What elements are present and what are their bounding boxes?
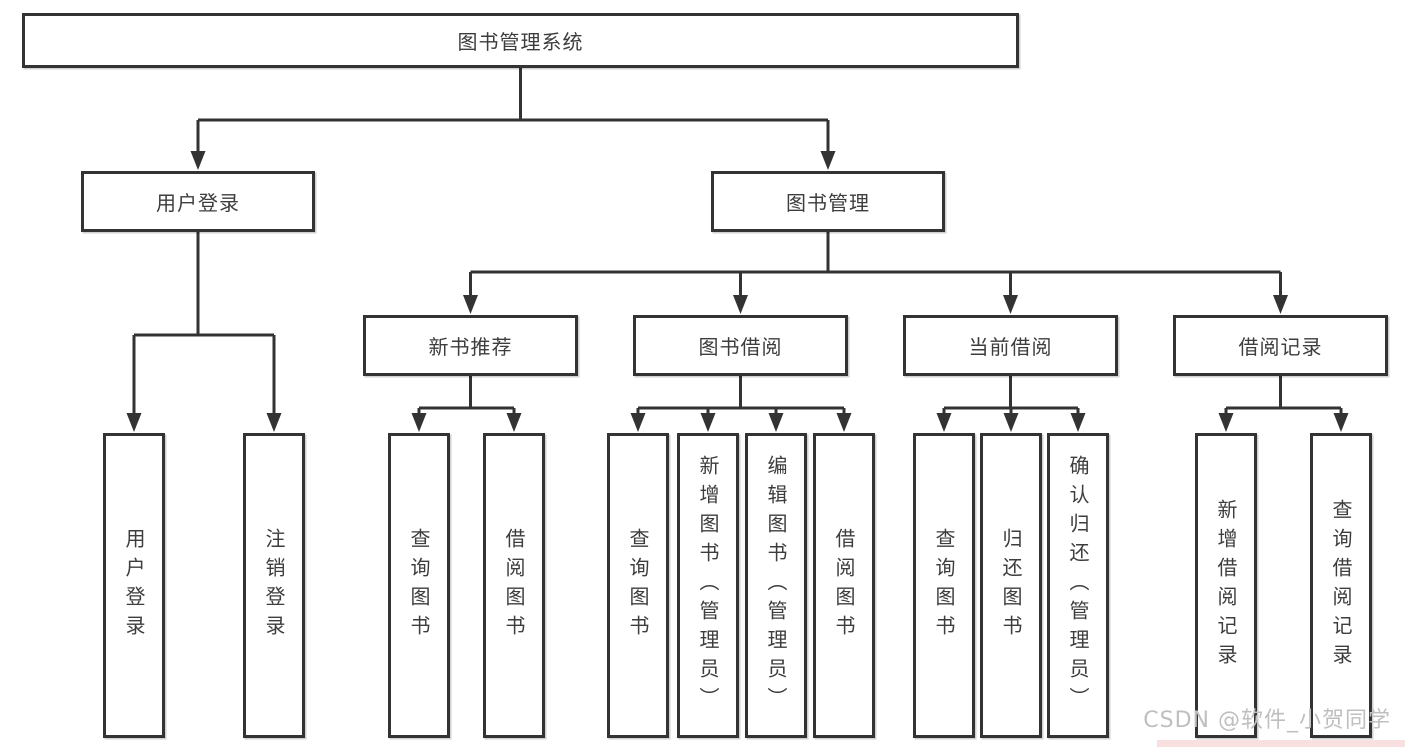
leaf-label: 新增借阅记录 [1214, 498, 1238, 673]
node-label: 新书推荐 [428, 335, 513, 359]
leaf-label: 查询图书 [626, 527, 650, 644]
node-label: 图书借阅 [698, 335, 783, 359]
leaf-label: 注销登录 [262, 527, 286, 644]
node-label: 图书管理 [786, 191, 870, 215]
leaf-add-books-admin: 新增图书（管理员） [677, 433, 739, 738]
node-user-login: 用户登录 [81, 171, 315, 232]
leaf-label: 借阅图书 [502, 527, 526, 644]
node-label: 借阅记录 [1238, 335, 1323, 359]
leaf-user-login: 用户登录 [103, 433, 165, 738]
leaf-return-books: 归还图书 [980, 433, 1042, 738]
leaf-label: 新增图书（管理员） [696, 455, 720, 716]
leaf-query-books-current: 查询图书 [913, 433, 975, 738]
leaf-label: 查询图书 [407, 527, 431, 644]
leaf-label: 用户登录 [122, 527, 146, 644]
node-borrow-records: 借阅记录 [1173, 315, 1388, 376]
leaf-label: 归还图书 [999, 527, 1023, 644]
leaf-query-borrow-record: 查询借阅记录 [1310, 433, 1372, 738]
node-label: 用户登录 [156, 191, 240, 215]
leaf-label: 查询图书 [932, 527, 956, 644]
leaf-add-borrow-record: 新增借阅记录 [1195, 433, 1257, 738]
leaf-label: 编辑图书（管理员） [764, 455, 788, 716]
leaf-borrow-books: 借阅图书 [813, 433, 875, 738]
node-book-borrow: 图书借阅 [633, 315, 848, 376]
csdn-watermark: CSDN @软件_小贺同学 [1143, 708, 1391, 733]
node-library-management-system: 图书管理系统 [22, 13, 1019, 68]
leaf-confirm-return-admin: 确认归还（管理员） [1047, 433, 1109, 738]
leaf-query-books-recommend: 查询图书 [388, 433, 450, 738]
node-current-borrow: 当前借阅 [903, 315, 1118, 376]
leaf-label: 查询借阅记录 [1329, 498, 1353, 673]
leaf-label: 借阅图书 [832, 527, 856, 644]
leaf-label: 确认归还（管理员） [1066, 455, 1090, 716]
watermark-accent-bar [1157, 740, 1405, 747]
leaf-logout: 注销登录 [243, 433, 305, 738]
leaf-query-books-borrow: 查询图书 [607, 433, 669, 738]
node-label: 图书管理系统 [457, 30, 584, 54]
node-new-book-recommend: 新书推荐 [363, 315, 578, 376]
node-book-management: 图书管理 [711, 171, 945, 232]
node-label: 当前借阅 [968, 335, 1053, 359]
leaf-borrow-books-recommend: 借阅图书 [483, 433, 545, 738]
leaf-edit-books-admin: 编辑图书（管理员） [745, 433, 807, 738]
